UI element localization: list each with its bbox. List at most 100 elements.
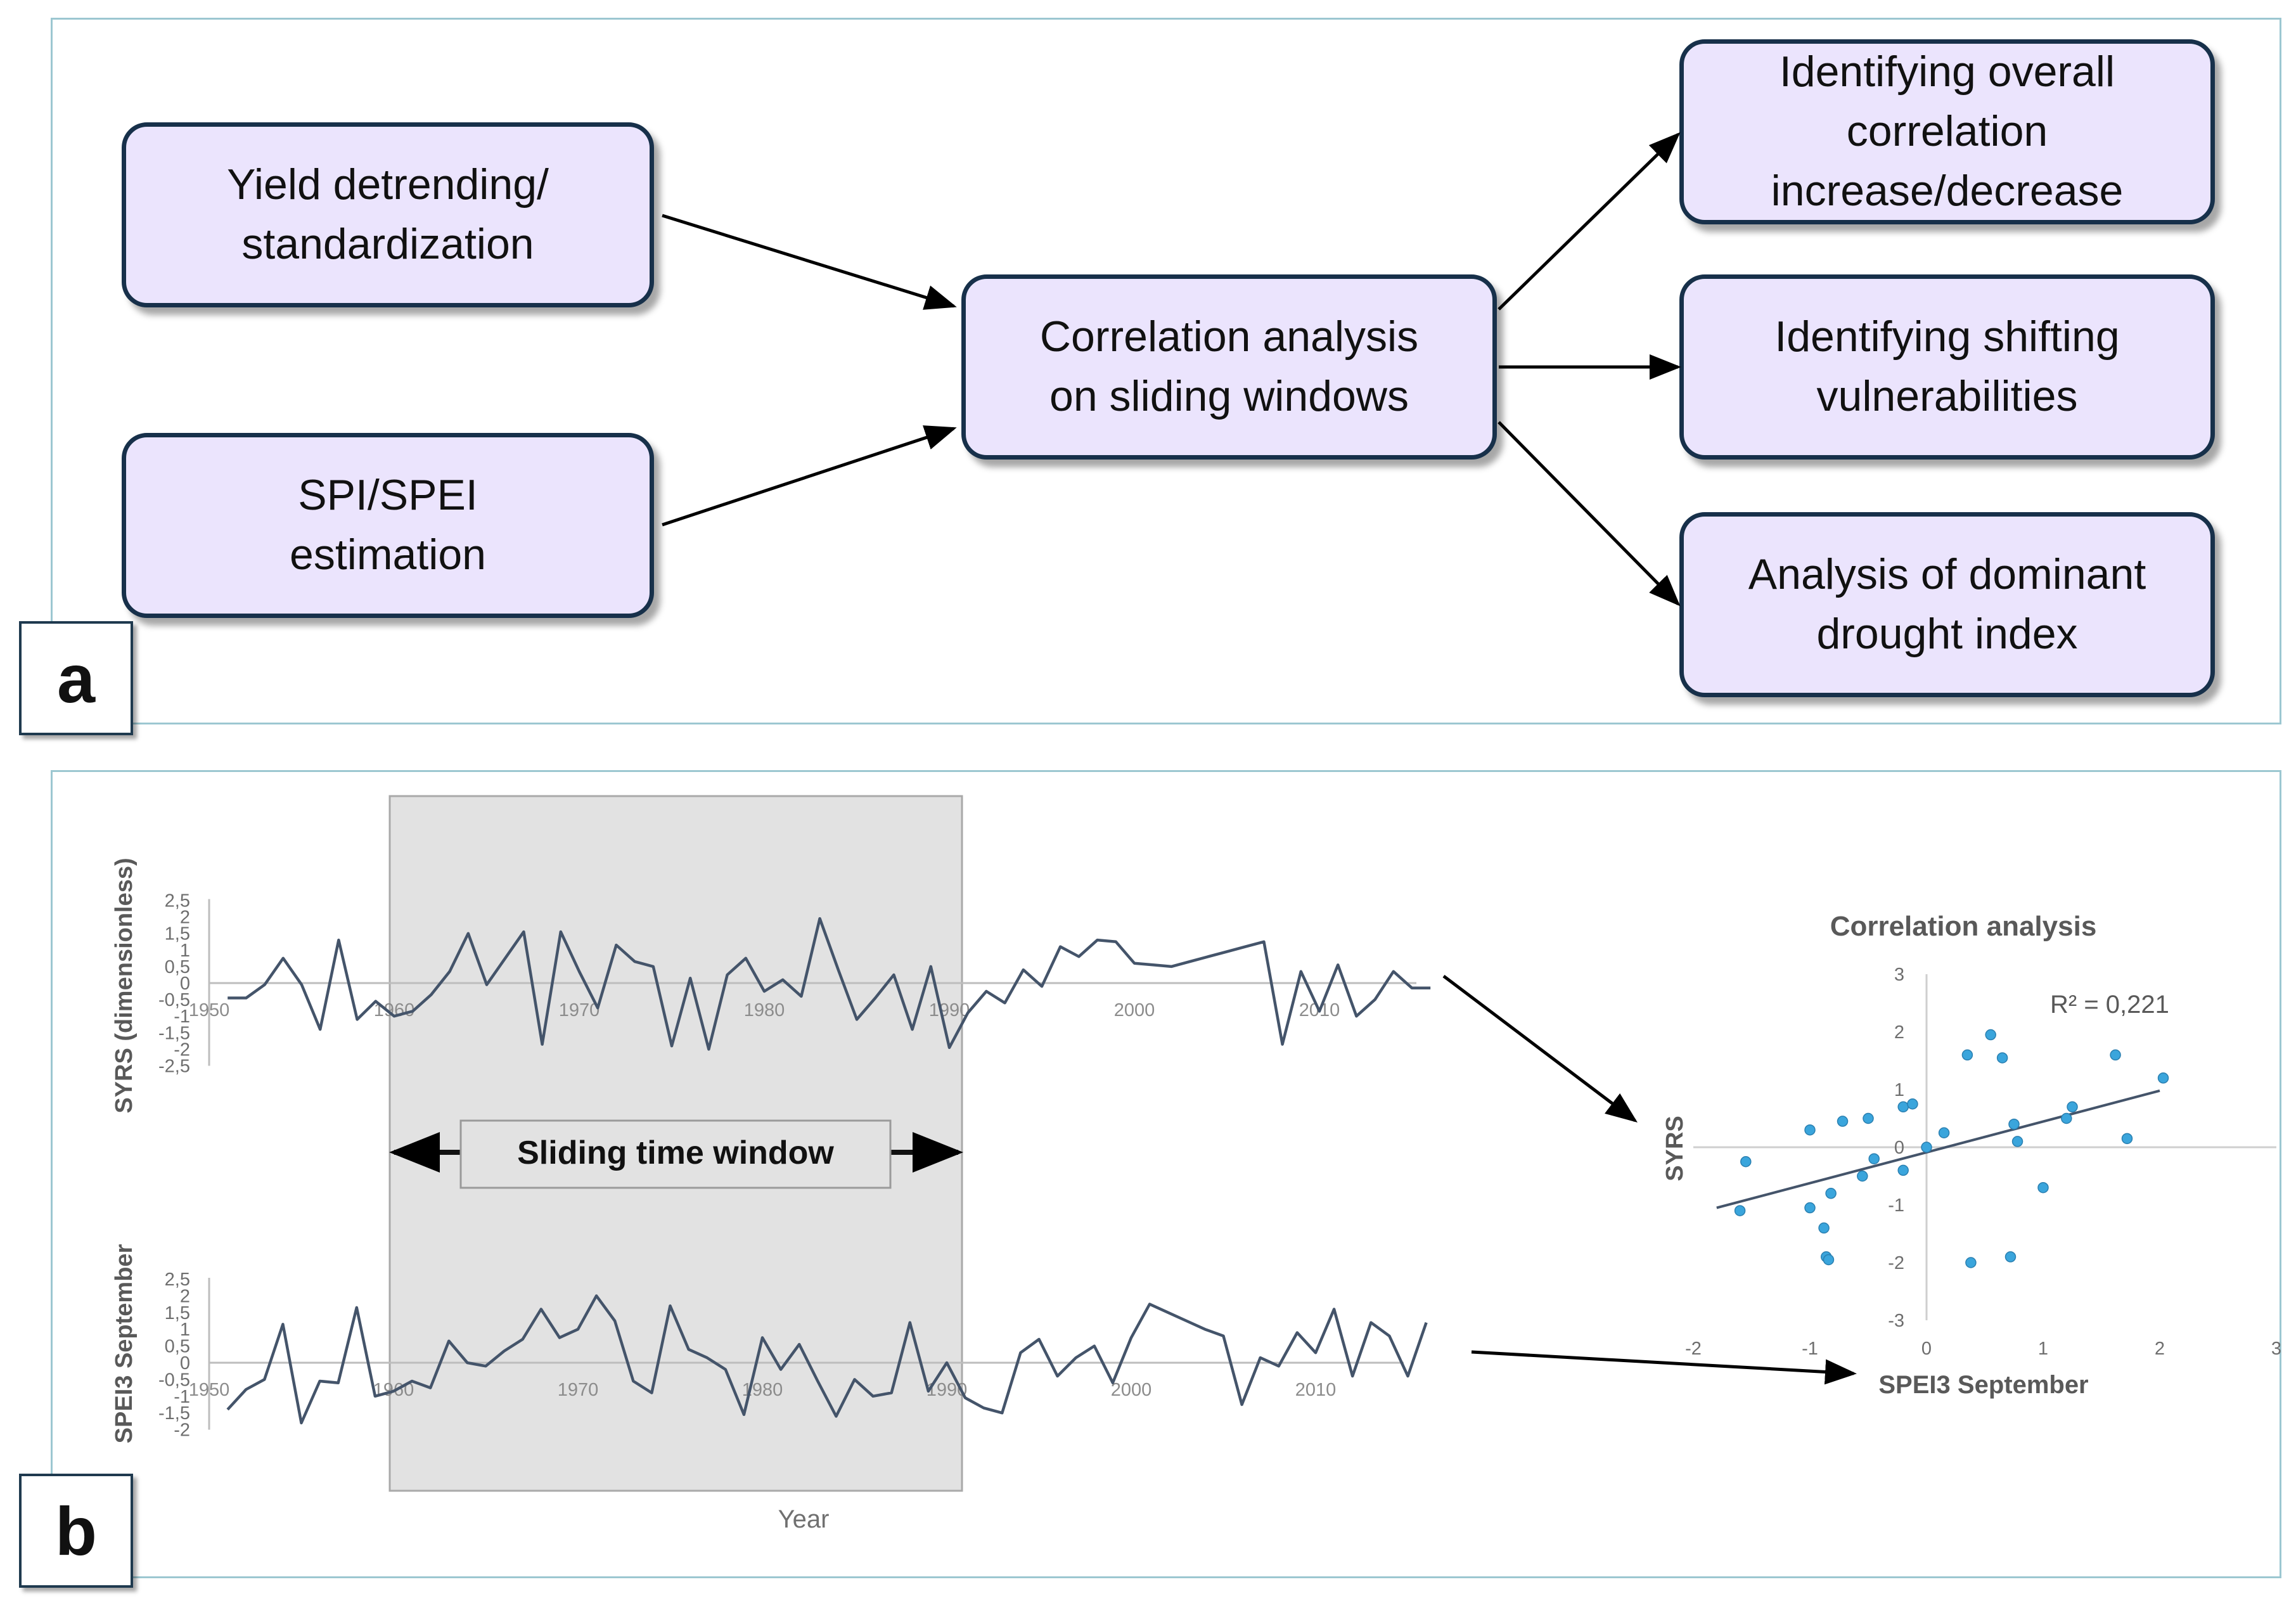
scatter-point: [1961, 1049, 1973, 1061]
spei3-series-line: [226, 1294, 1428, 1425]
syrs-xtick-label: 1970: [559, 1000, 600, 1020]
syrs-y-axis-label: SYRS (dimensionless): [111, 858, 138, 1113]
scatter-point: [1965, 1257, 1977, 1268]
syrs-ytick-label: 0: [180, 974, 190, 994]
scatter-point: [2157, 1072, 2169, 1084]
scatter-ytick-label: -1: [1888, 1195, 1904, 1216]
arrow-corr-to-overall: [1498, 132, 1681, 311]
spei3-ytick-label: -0,5: [158, 1370, 190, 1390]
scatter-point: [1907, 1098, 1918, 1110]
arrow-yield-to-corr: [662, 214, 957, 310]
syrs-ytick-label: -2,5: [158, 1057, 190, 1077]
scatter-point: [2011, 1136, 2023, 1147]
scatter-xtick-label: 0: [1921, 1339, 1932, 1359]
scatter-point: [1818, 1222, 1830, 1234]
spei3-ytick-label: 1,5: [165, 1303, 190, 1323]
box-spi-spei-text: SPI/SPEI estimation: [290, 471, 486, 579]
scatter-trendline: [1716, 1089, 2160, 1209]
box-dominant-drought-index: Analysis of dominant drought index: [1679, 512, 2215, 697]
scatter-xtick-label: -1: [1802, 1339, 1818, 1359]
scatter-point: [1857, 1170, 1868, 1182]
spei3-xtick-label: 2000: [1111, 1380, 1152, 1400]
scatter-point: [1823, 1254, 1835, 1266]
scatter-y-axis-label: SYRS: [1662, 1116, 1688, 1181]
sliding-window-label-box: [459, 1119, 892, 1189]
syrs-ytick-label: 0,5: [165, 957, 190, 977]
box-shifting-vulnerabilities-text: Identifying shifting vulnerabilities: [1774, 312, 2120, 420]
box-dominant-drought-index-text: Analysis of dominant drought index: [1748, 550, 2146, 658]
syrs-ytick-label: -1: [174, 1007, 190, 1027]
spei3-ytick-label: 1: [180, 1320, 190, 1340]
scatter-point: [1921, 1142, 1932, 1153]
scatter-point: [1996, 1052, 2008, 1064]
scatter-point: [1804, 1124, 1816, 1136]
spei3-ytick-label: -2: [174, 1420, 190, 1441]
box-spi-spei-estimation: SPI/SPEI estimation: [122, 433, 654, 618]
arrow-corr-to-dominant: [1498, 421, 1681, 607]
scatter-point: [1837, 1116, 1849, 1127]
panel-a-label: a: [19, 621, 133, 735]
spei3-y-axis-label: SPEI3 September: [111, 1244, 138, 1443]
syrs-ytick-label: 1,5: [165, 924, 190, 944]
spei3-ytick-label: -1,5: [158, 1403, 190, 1424]
spei3-ytick-label: 0: [180, 1353, 190, 1374]
scatter-ytick-label: 1: [1894, 1080, 1904, 1100]
syrs-xtick-label: 1990: [929, 1000, 970, 1020]
scatter-ytick-label: -2: [1888, 1253, 1904, 1273]
panel-a-arrows: [662, 132, 1681, 607]
scatter-x-axis-label: SPEI3 September: [1878, 1371, 2088, 1399]
x-axis-label-year: Year: [778, 1505, 830, 1533]
syrs-xtick-label: 1950: [189, 1000, 230, 1020]
syrs-xtick-label: 1980: [744, 1000, 785, 1020]
scatter-point: [2037, 1181, 2049, 1194]
scatter-point: [1985, 1029, 1996, 1041]
spei3-ytick-label: 2,5: [165, 1270, 190, 1290]
box-shifting-vulnerabilities: Identifying shifting vulnerabilities: [1679, 274, 2215, 460]
box-correlation-analysis-text: Correlation analysis on sliding windows: [1039, 312, 1419, 420]
box-yield-detrending-text: Yield detrending/ standardization: [227, 160, 549, 268]
scatter-point: [1897, 1101, 1909, 1113]
spei3-xtick-label: 1970: [558, 1380, 599, 1400]
syrs-ytick-label: -0,5: [158, 990, 190, 1010]
scatter-point: [2067, 1101, 2078, 1113]
syrs-ytick-label: 2,5: [165, 891, 190, 911]
scatter-point: [1863, 1112, 1874, 1124]
r-squared-annotation: R² = 0,221: [2050, 991, 2169, 1019]
box-overall-correlation: Identifying overall correlation increase…: [1679, 39, 2215, 224]
spei3-ytick-label: 2: [180, 1286, 190, 1306]
syrs-ytick-label: 1: [180, 941, 190, 961]
spei3-xtick-label: 2010: [1295, 1380, 1337, 1400]
scatter-ytick-label: 0: [1894, 1138, 1904, 1158]
scatter-ytick-label: -3: [1888, 1311, 1904, 1331]
box-yield-detrending: Yield detrending/ standardization: [122, 122, 654, 307]
scatter-point: [2121, 1133, 2133, 1145]
box-overall-correlation-text: Identifying overall correlation increase…: [1771, 48, 2124, 215]
scatter-point: [2110, 1049, 2121, 1061]
scatter-point: [2004, 1251, 2017, 1263]
syrs-series-line: [228, 917, 1431, 1051]
scatter-point: [1897, 1164, 1909, 1176]
scatter-point: [1804, 1202, 1816, 1214]
arrow-spei3-to-scatter: [1471, 1350, 1857, 1385]
scatter-point: [1938, 1127, 1950, 1138]
arrow-spi-to-corr: [662, 425, 957, 527]
scatter-point: [1740, 1156, 1752, 1168]
box-correlation-analysis: Correlation analysis on sliding windows: [961, 274, 1497, 460]
syrs-ytick-label: -1,5: [158, 1023, 190, 1043]
syrs-ytick-label: -2: [174, 1039, 190, 1060]
scatter-point: [2061, 1112, 2072, 1124]
scatter-ytick-label: 3: [1894, 965, 1904, 985]
scatter-ytick-label: 2: [1894, 1022, 1904, 1043]
panel-b-label: b: [19, 1474, 133, 1588]
scatter-xtick-label: -2: [1685, 1339, 1702, 1359]
syrs-ytick-label: 2: [180, 908, 190, 928]
scatter-title: Correlation analysis: [1830, 911, 2097, 942]
syrs-xtick-label: 2000: [1114, 1000, 1155, 1020]
scatter-point: [1734, 1205, 1746, 1216]
scatter-point: [1868, 1153, 1880, 1164]
spei3-ytick-label: 0,5: [165, 1337, 190, 1357]
